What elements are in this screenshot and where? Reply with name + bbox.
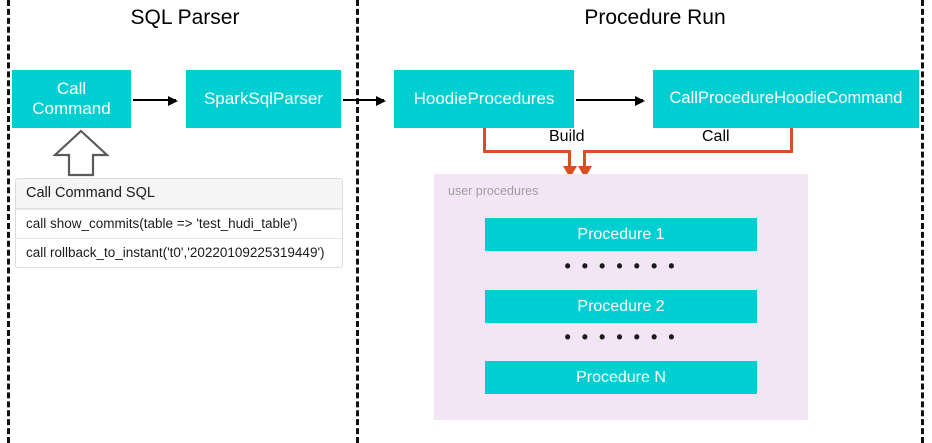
node-procedure-1[interactable]: Procedure 1 — [485, 218, 757, 251]
sql-table-row: call rollback_to_instant('t0','202201092… — [16, 238, 342, 267]
node-call-command-label: Call Command — [32, 79, 110, 119]
build-connector-label: Build — [544, 128, 590, 146]
node-procedure-n[interactable]: Procedure N — [485, 361, 757, 394]
call-connector-drop — [583, 150, 586, 168]
build-connector-rail — [483, 150, 571, 153]
call-connector-stem — [790, 128, 793, 152]
section-title-sql-parser: SQL Parser — [130, 6, 240, 29]
sql-table-row: call show_commits(table => 'test_hudi_ta… — [16, 209, 342, 238]
call-command-sql-table: Call Command SQL call show_commits(table… — [15, 178, 343, 268]
call-connector-label: Call — [697, 128, 735, 146]
hollow-up-arrow-icon — [52, 129, 110, 177]
call-connector-rail — [583, 150, 793, 153]
node-call-command-label-line2: Command — [32, 99, 111, 118]
sql-table-header: Call Command SQL — [16, 179, 342, 209]
node-call-command[interactable]: Call Command — [12, 70, 131, 128]
section-title-procedure-run: Procedure Run — [584, 6, 726, 29]
arrow-spark-sql-parser-to-hoodie-procedures — [343, 96, 386, 106]
arrow-call-command-to-spark-sql-parser — [133, 96, 178, 106]
user-procedures-panel: user procedures Procedure 1 • • • • • • … — [434, 174, 808, 420]
node-procedure-2[interactable]: Procedure 2 — [485, 290, 757, 323]
node-spark-sql-parser[interactable]: SparkSqlParser — [186, 70, 341, 128]
procedures-ellipsis: • • • • • • • — [564, 255, 678, 276]
section-divider-left — [7, 0, 10, 443]
node-hoodie-procedures[interactable]: HoodieProcedures — [394, 70, 574, 128]
section-divider-middle — [356, 0, 359, 443]
build-connector-stem — [483, 128, 486, 152]
procedures-ellipsis: • • • • • • • — [564, 326, 678, 347]
node-call-procedure-hoodie-command[interactable]: CallProcedureHoodieCommand — [653, 70, 919, 128]
node-call-command-label-line1: Call — [56, 78, 87, 98]
build-connector-drop — [568, 150, 571, 168]
section-divider-right — [921, 0, 924, 443]
arrow-hoodie-procedures-to-call-procedure-hoodie-command — [576, 96, 645, 106]
user-procedures-panel-label: user procedures — [448, 184, 539, 198]
